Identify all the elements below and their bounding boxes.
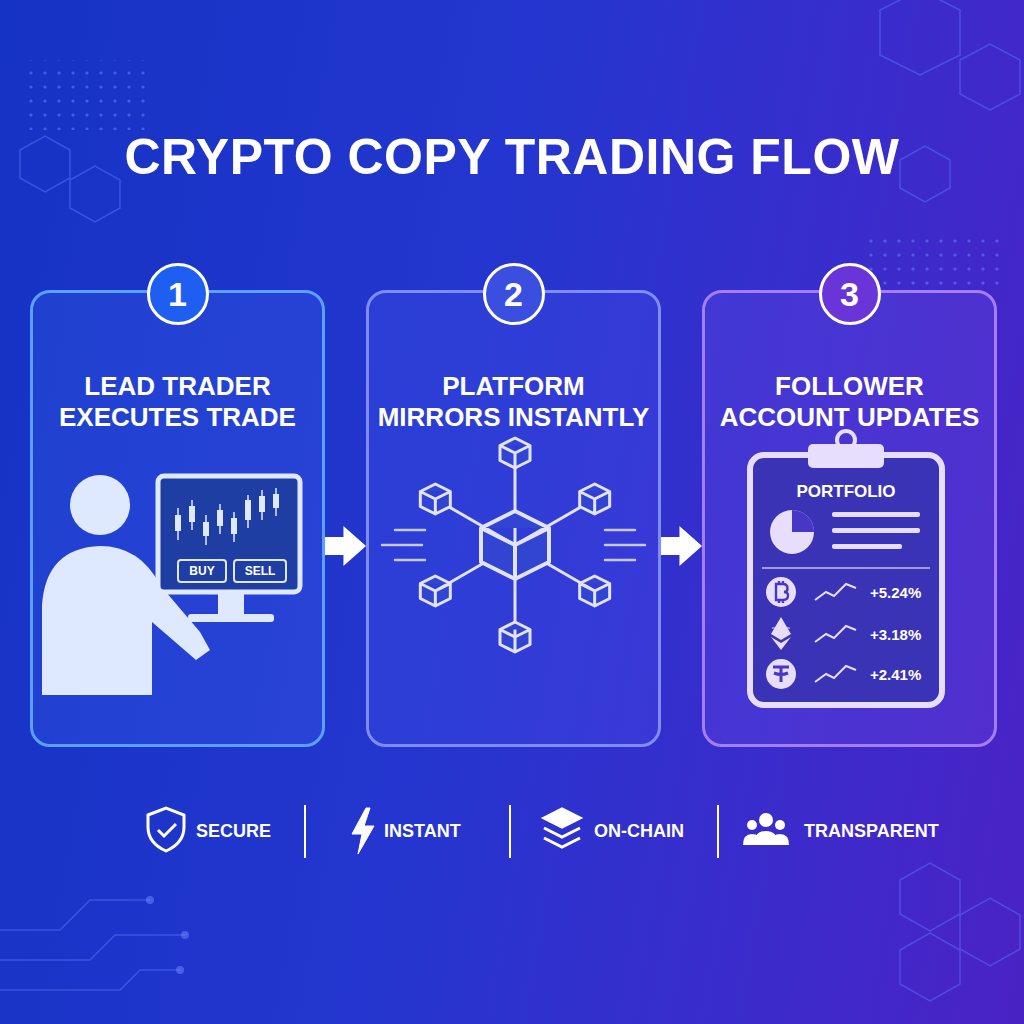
portfolio-text: +5.24% <box>870 584 921 601</box>
step-number: 3 <box>819 263 881 325</box>
step-panel: 3FOLLOWER ACCOUNT UPDATES <box>702 290 997 747</box>
step-panel: 1LEAD TRADER EXECUTES TRADE <box>30 290 325 747</box>
step-number: 2 <box>483 263 545 325</box>
feature-label: SECURE <box>196 821 271 842</box>
step-panel: 2PLATFORM MIRRORS INSTANTLY <box>366 290 661 747</box>
feature-label: TRANSPARENT <box>804 821 939 842</box>
step-heading: LEAD TRADER EXECUTES TRADE <box>41 371 314 433</box>
step-heading: PLATFORM MIRRORS INSTANTLY <box>377 371 650 433</box>
step-heading: FOLLOWER ACCOUNT UPDATES <box>713 371 986 433</box>
portfolio-text: PORTFOLIO <box>796 482 895 502</box>
step-number: 1 <box>147 263 209 325</box>
title: CRYPTO COPY TRADING FLOW <box>0 128 1024 186</box>
trade-button-label: BUY <box>189 564 214 578</box>
portfolio-text: +2.41% <box>870 666 921 683</box>
flow-arrow <box>325 526 366 566</box>
feature-icons <box>148 805 789 858</box>
feature-label: ON-CHAIN <box>594 821 684 842</box>
portfolio-text: +3.18% <box>870 626 921 643</box>
feature-label: INSTANT <box>384 821 461 842</box>
trade-button-label: SELL <box>245 564 276 578</box>
flow-arrow <box>661 526 702 566</box>
